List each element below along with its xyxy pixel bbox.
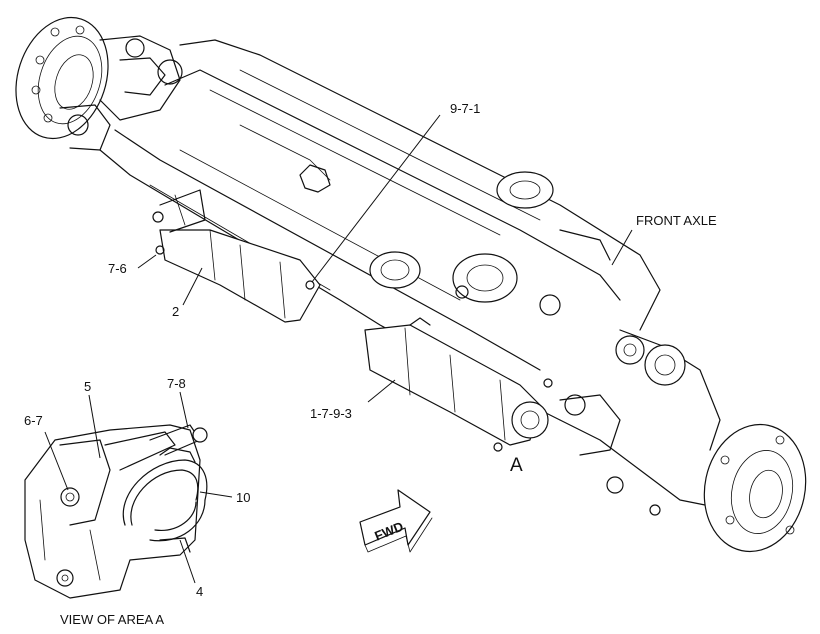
label-9-7-1: 9-7-1: [450, 101, 480, 116]
leader-2: [182, 267, 203, 306]
leader-7-8: [179, 391, 189, 429]
guard-part-2: [152, 189, 321, 323]
leader-7-6: [137, 254, 157, 269]
detail-view-area-a: [24, 424, 208, 599]
left-wheel-hub: [15, 16, 183, 151]
label-4: 4: [196, 584, 203, 599]
label-7-6: 7-6: [108, 261, 127, 276]
label-2: 2: [172, 304, 179, 319]
leader-6-7: [44, 431, 69, 491]
leader-5: [88, 394, 101, 459]
leader-9-7-1: [311, 114, 441, 283]
leader-front-axle: [611, 229, 633, 266]
leader-4: [179, 539, 196, 584]
leader-lines: [44, 114, 633, 584]
label-6-7: 6-7: [24, 413, 43, 428]
guard-part-1-7-9-3: [364, 317, 553, 452]
leader-1-7-9-3: [367, 379, 396, 403]
label-area-a: A: [510, 455, 523, 476]
front-axle-beam: [99, 39, 661, 421]
label-1-7-9-3: 1-7-9-3: [310, 406, 352, 421]
right-wheel-hub: [559, 329, 807, 553]
label-10: 10: [236, 490, 250, 505]
label-view-of-area-a: VIEW OF AREA A: [60, 612, 164, 627]
label-5: 5: [84, 379, 91, 394]
label-front-axle: FRONT AXLE: [636, 213, 717, 228]
forward-arrow: FWD: [359, 489, 433, 553]
leader-10: [199, 491, 233, 498]
label-7-8: 7-8: [167, 376, 186, 391]
